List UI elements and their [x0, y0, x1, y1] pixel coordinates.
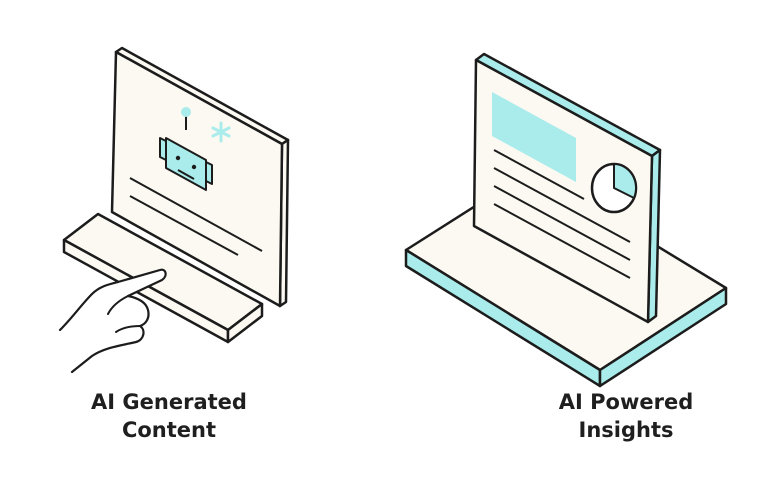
ai-generated-content-card[interactable]: AI Generated Content	[0, 0, 340, 484]
caption-line-1: AI Powered	[558, 390, 694, 414]
ai-powered-insights-card[interactable]: AI Powered Insights	[384, 0, 768, 484]
sparkle-icon	[211, 121, 231, 143]
caption-line-1: AI Generated	[91, 390, 247, 414]
ai-content-illustration	[58, 46, 290, 374]
ai-insights-illustration	[404, 52, 728, 388]
document-icon	[472, 52, 662, 324]
caption-line-2: Insights	[578, 418, 674, 442]
robot-icon	[159, 107, 213, 191]
hand-pointer-icon	[58, 268, 167, 374]
ai-powered-insights-caption: AI Powered Insights	[496, 388, 756, 444]
pie-chart-icon	[590, 162, 638, 214]
caption-line-2: Content	[121, 418, 217, 442]
ai-generated-content-caption: AI Generated Content	[39, 388, 299, 444]
